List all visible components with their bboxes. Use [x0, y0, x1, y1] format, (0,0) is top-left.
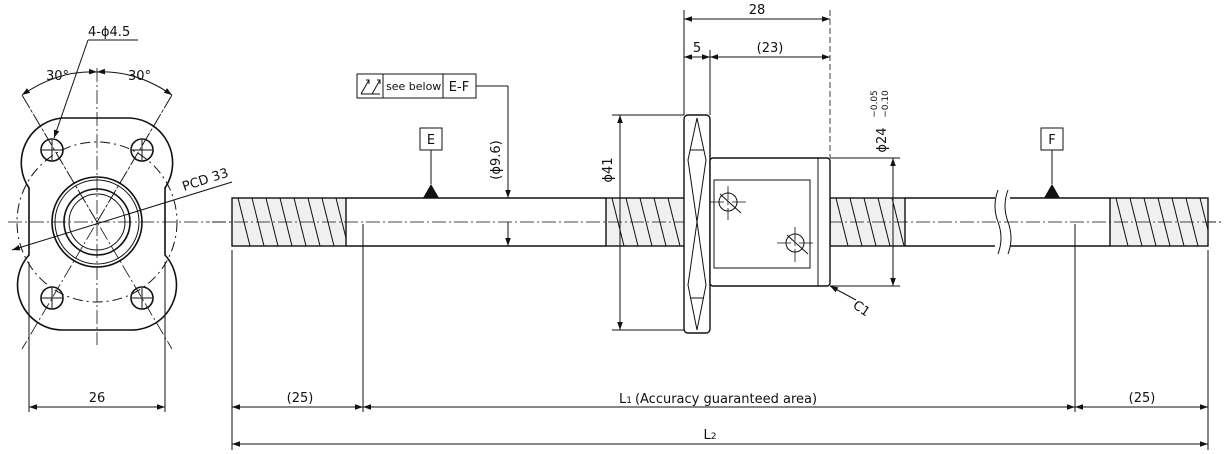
- left-end-label: (25): [287, 391, 314, 406]
- ball-nut: [683, 114, 831, 334]
- tolerance-frame: see below E-F: [356, 73, 511, 198]
- l2-main: L: [704, 428, 712, 443]
- datum-f: F: [1040, 127, 1064, 198]
- datum-e: E: [419, 127, 443, 198]
- angle-right-label: 30°: [128, 69, 151, 84]
- accuracy-dim-label: L1(Accuracy guaranteed area): [619, 392, 817, 407]
- shaft-diameter-label: (ϕ9.6): [489, 140, 504, 179]
- chamfer-label: C1: [850, 298, 873, 320]
- l2-sub: 2: [711, 432, 717, 442]
- l1-sub: 1: [626, 396, 632, 406]
- nut-body-length-label: (23): [757, 41, 784, 56]
- end-view: 30° 30° 4-ϕ4.5 PCD 33 26: [8, 25, 233, 412]
- accuracy-note: (Accuracy guaranteed area): [635, 392, 817, 407]
- hole-callout: 4-ϕ4.5: [88, 25, 130, 40]
- l1-main: L: [619, 392, 627, 407]
- body-dia-label: ϕ24: [875, 127, 890, 152]
- right-end-label: (25): [1129, 391, 1156, 406]
- flange-outline: [16, 117, 178, 331]
- flange-width-label: 5: [693, 41, 701, 56]
- tolerance-datum-ref: E-F: [449, 80, 469, 95]
- nut-length-label: 28: [749, 3, 766, 18]
- end-width-label: 26: [89, 391, 106, 406]
- angle-left-label: 30°: [46, 69, 69, 84]
- side-view: E F see below E-F (ϕ9.6) ϕ41: [212, 3, 1222, 450]
- tolerance-note: see below: [386, 80, 441, 93]
- datum-f-label: F: [1048, 133, 1055, 148]
- flange-dia-label: ϕ41: [601, 157, 616, 182]
- datum-e-label: E: [427, 133, 435, 148]
- body-dia-tol-lower: −0.10: [881, 90, 891, 118]
- body-dia-tol-upper: −0.05: [870, 90, 880, 118]
- total-length-label: L2: [704, 428, 717, 443]
- mounting-holes: [40, 138, 154, 310]
